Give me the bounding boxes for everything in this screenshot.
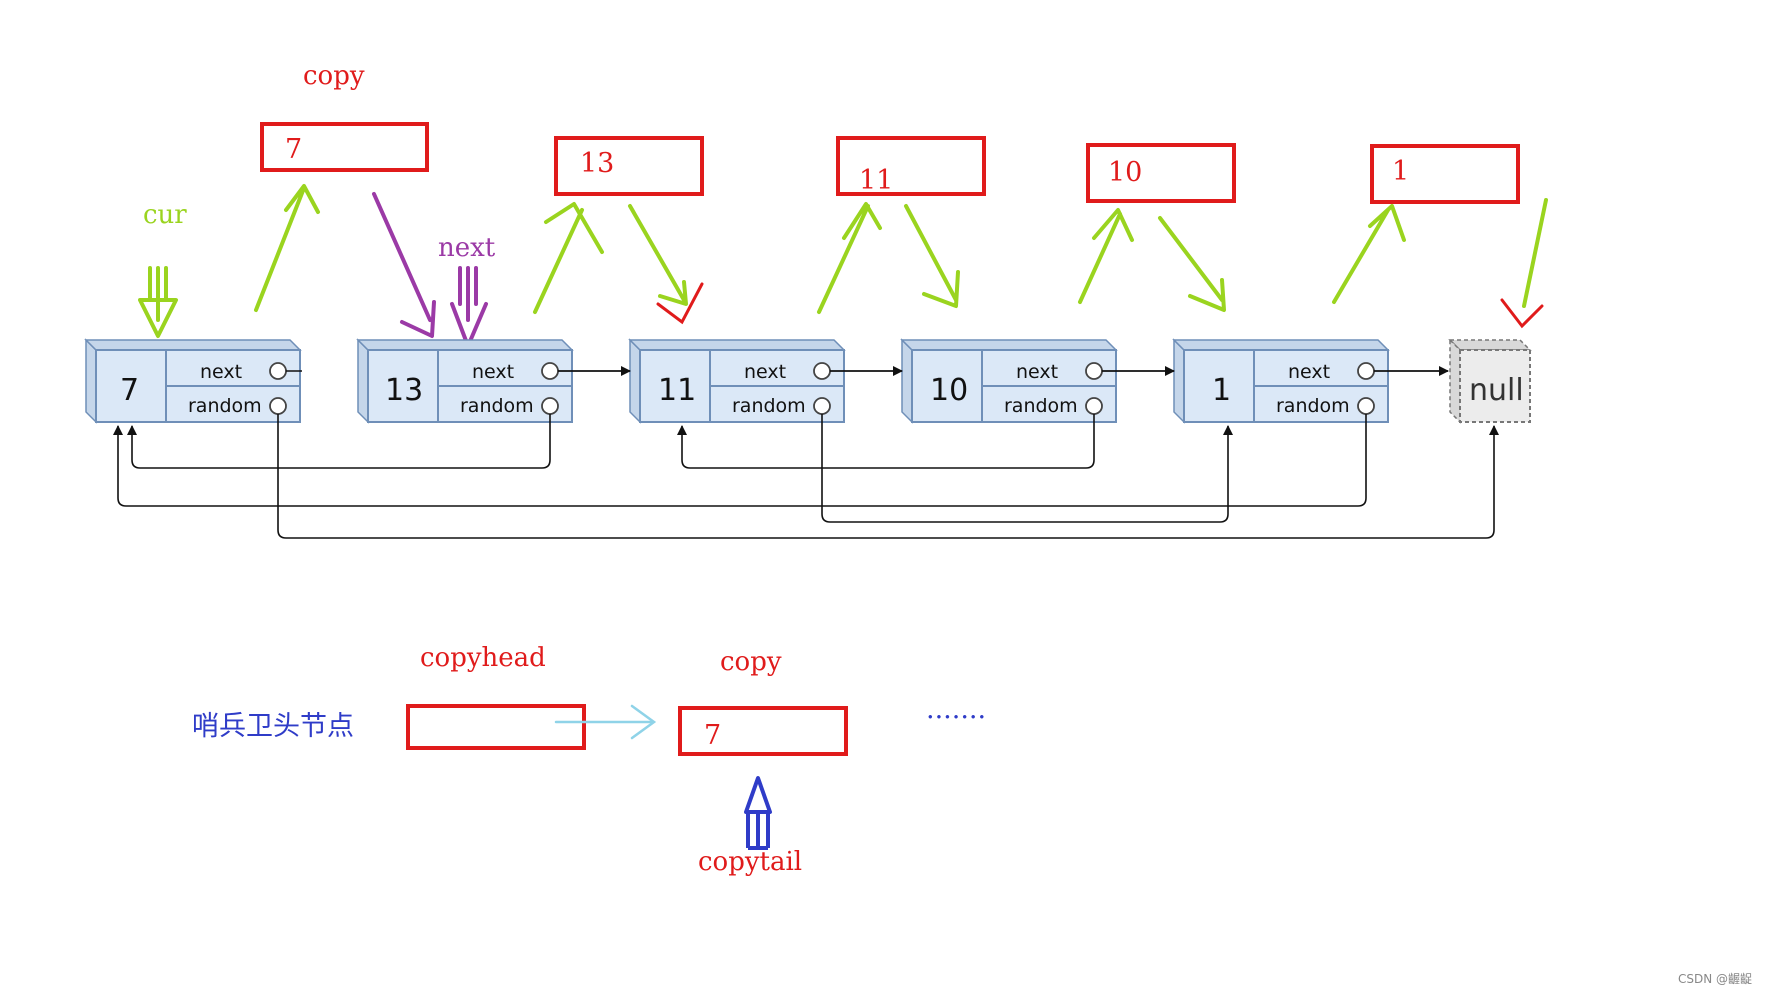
copy-box-3-value: 11 <box>859 165 893 196</box>
copy-box-3: 11 <box>836 136 986 196</box>
copy-box-5-value: 1 <box>1392 156 1409 187</box>
list-node-5: 1 next random <box>1172 338 1390 424</box>
node-3-value: 11 <box>658 373 696 408</box>
list-node-4: 10 next random <box>900 338 1118 424</box>
list-node-2: 13 next random <box>356 338 574 424</box>
random-pointers <box>113 414 1499 539</box>
null-label: null <box>1469 373 1524 408</box>
sentinel-label: 哨兵卫头节点 <box>192 711 354 742</box>
light-blue-arrow <box>554 704 657 740</box>
node-4-value: 10 <box>930 373 968 408</box>
node-1-random-label: random <box>188 395 262 417</box>
copy-list-box: 7 <box>678 706 848 756</box>
node-3-random-label: random <box>732 395 806 417</box>
copy-box-4-value: 10 <box>1108 157 1142 188</box>
copy-label-bottom: copy <box>720 647 782 677</box>
null-node: null <box>1448 338 1532 424</box>
copy-label-top: copy <box>303 61 365 91</box>
node-2-next-label: next <box>472 361 514 383</box>
copy-box-1: 7 <box>260 122 429 172</box>
node-1-next-label: next <box>200 361 242 383</box>
footer-watermark: CSDN @齷齪 <box>1677 972 1752 986</box>
node-2-random-label: random <box>460 395 534 417</box>
copytail-arrow <box>744 776 772 850</box>
copy-box-2-value: 13 <box>580 148 614 179</box>
copy-box-1-value: 7 <box>285 134 302 165</box>
node-2-value: 13 <box>385 373 423 408</box>
copy-list-box-value: 7 <box>704 720 721 751</box>
node-4-next-label: next <box>1016 361 1058 383</box>
ellipsis-dots: ....... <box>926 694 986 725</box>
cur-label: cur <box>143 200 187 230</box>
node-3-next-label: next <box>744 361 786 383</box>
node-1-value: 7 <box>120 373 139 408</box>
node-4-random-label: random <box>1004 395 1078 417</box>
node-5-random-label: random <box>1276 395 1350 417</box>
node-5-value: 1 <box>1212 373 1231 408</box>
sentinel-box <box>406 704 586 750</box>
copy-box-2: 13 <box>554 136 704 196</box>
red-arrow-heads <box>656 282 1544 329</box>
next-label: next <box>438 233 496 263</box>
copy-box-4: 10 <box>1086 143 1236 203</box>
list-node-3: 11 next random <box>628 338 846 424</box>
copyhead-label: copyhead <box>420 643 546 673</box>
copy-box-5: 1 <box>1370 144 1520 204</box>
node-5-next-label: next <box>1288 361 1330 383</box>
copytail-label: copytail <box>698 847 802 877</box>
purple-arrows <box>372 192 488 348</box>
list-node-1: 7 next random <box>84 338 302 424</box>
green-arrows <box>138 184 1548 338</box>
